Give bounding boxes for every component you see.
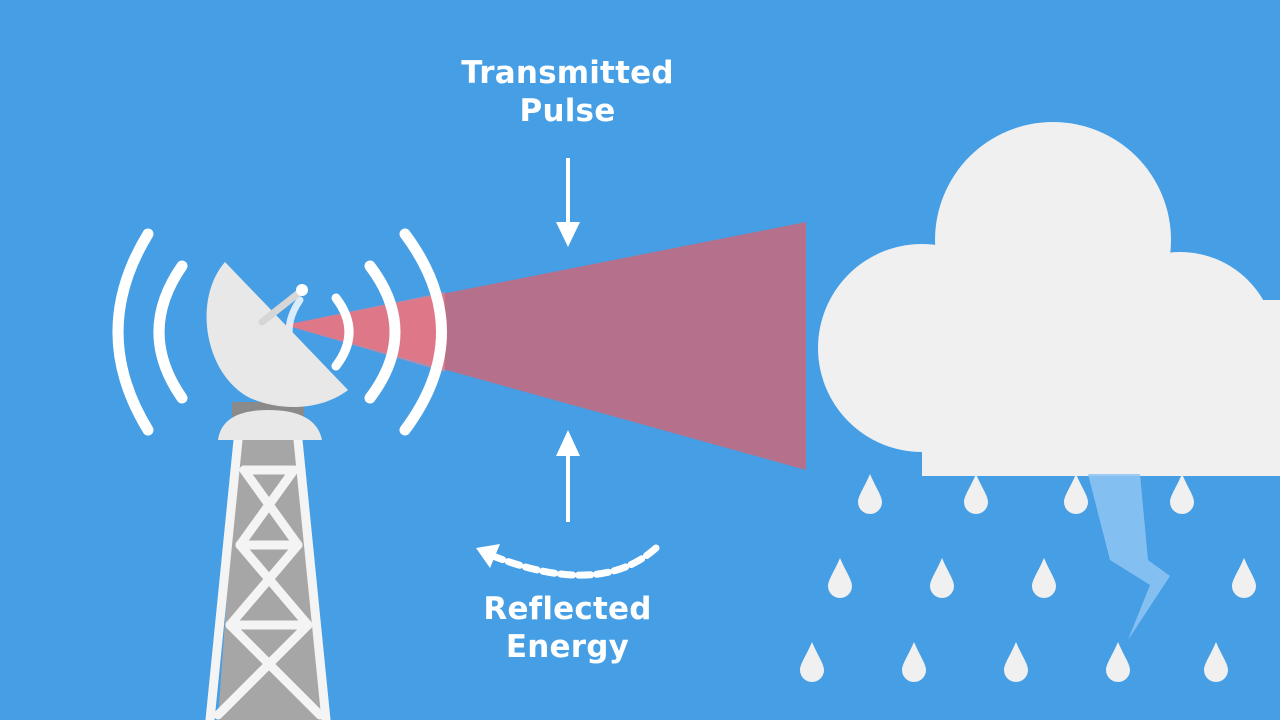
transmitted-label-line2: Pulse xyxy=(519,93,616,129)
dish-feed-horn xyxy=(296,284,308,296)
raindrop-icon xyxy=(1204,642,1228,682)
raindrop-icon xyxy=(1106,642,1130,682)
radio-waves xyxy=(112,228,447,436)
rain xyxy=(800,474,1256,682)
raindrop-icon xyxy=(930,558,954,598)
reflected-label-line2: Energy xyxy=(505,629,630,665)
raindrop-icon xyxy=(964,474,988,514)
transmitted-label-line1: Transmitted xyxy=(461,55,674,91)
wave-left-inner xyxy=(153,260,188,404)
arrow-down-icon xyxy=(556,158,580,247)
transmitted-pulse-beam xyxy=(285,222,806,470)
wave-right-outer xyxy=(399,228,447,436)
pulse-cone xyxy=(285,222,806,470)
pulse-cone-glow xyxy=(285,292,445,372)
arrow-up-icon xyxy=(556,430,580,522)
dish-bowl xyxy=(206,262,348,408)
lightning-icon xyxy=(1088,474,1170,640)
raindrop-icon xyxy=(1170,474,1194,514)
cloud-icon xyxy=(818,122,1280,476)
raindrop-icon xyxy=(902,642,926,682)
raindrop-icon xyxy=(828,558,852,598)
raindrop-icon xyxy=(1004,642,1028,682)
tower-platform xyxy=(218,410,322,440)
curved-arrow-icon xyxy=(476,544,660,579)
raindrop-icon xyxy=(1032,558,1056,598)
reflected-energy-label: Reflected Energy xyxy=(450,590,685,666)
raindrop-icon xyxy=(1064,474,1088,514)
tower-icon xyxy=(205,402,331,720)
wave-right-small xyxy=(331,293,354,371)
raindrop-icon xyxy=(800,642,824,682)
wave-left-outer xyxy=(112,228,154,436)
reflected-label-line1: Reflected xyxy=(483,591,652,627)
raindrop-icon xyxy=(1232,558,1256,598)
wave-right-mid xyxy=(364,260,401,404)
radar-dish-icon xyxy=(206,262,348,408)
raindrop-icon xyxy=(858,474,882,514)
dish-feed-arm xyxy=(258,288,304,326)
transmitted-pulse-label: Transmitted Pulse xyxy=(440,54,695,130)
